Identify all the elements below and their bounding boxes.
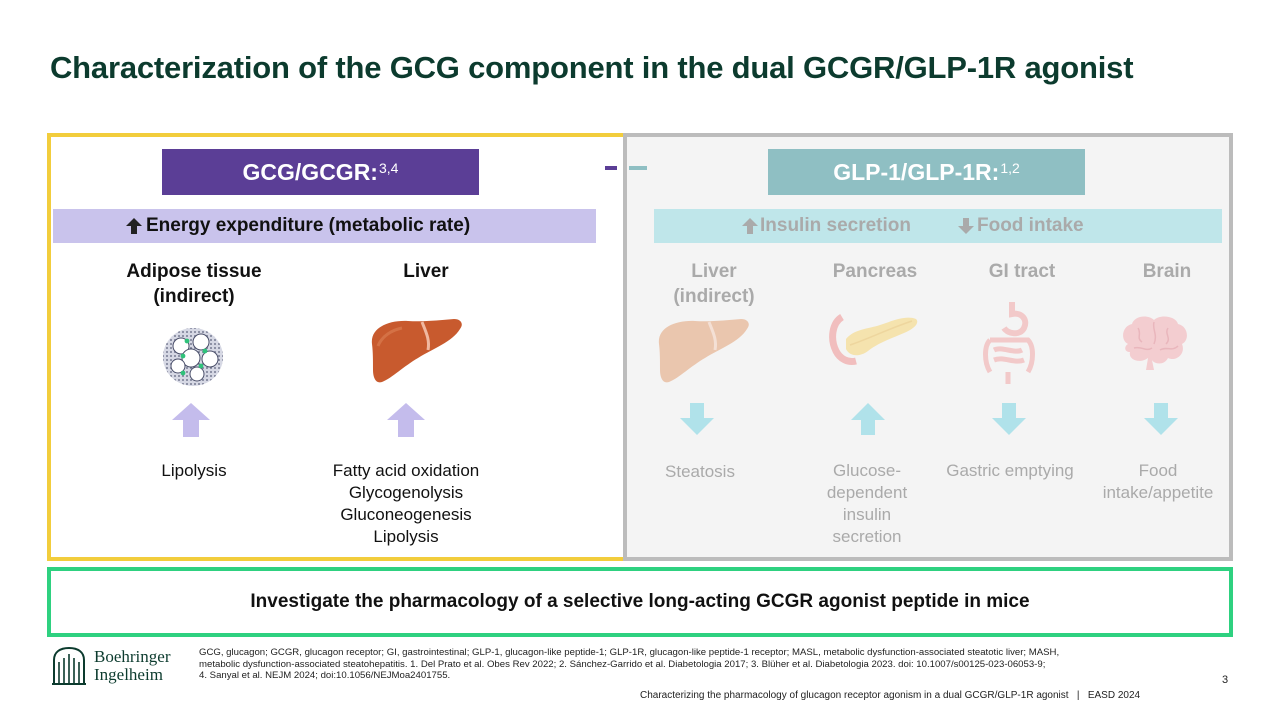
- page-title: Characterization of the GCG component in…: [50, 50, 1134, 85]
- organ-label-line: Pancreas: [832, 261, 918, 282]
- connector-dash-left: [605, 166, 617, 170]
- arrow-down-icon: [992, 403, 1026, 435]
- effect-item: Gastric emptying: [946, 461, 1074, 480]
- brain-icon: [1123, 316, 1187, 370]
- logo-line: Ingelheim: [94, 665, 163, 684]
- footnote-line: GCG, glucagon; GCGR, glucagon receptor; …: [199, 647, 1060, 658]
- pancreas-icon: [829, 314, 918, 365]
- organ-label-line: Brain: [1142, 261, 1192, 282]
- effect-list-liver: Fatty acid oxidation Glycogenolysis Gluc…: [306, 460, 506, 548]
- organ-label-line: (indirect): [673, 286, 755, 307]
- footnote-line: metabolic dysfunction-associated steatoh…: [199, 658, 1046, 670]
- effect-item: dependent: [826, 483, 908, 502]
- connector-dash-right: [629, 166, 647, 170]
- effect-list-gi-tract: Gastric emptying: [930, 460, 1090, 482]
- organ-label-line: GI tract: [988, 261, 1056, 282]
- organ-label-gi-tract: GI tract: [952, 259, 1092, 284]
- effect-item: Glucose-: [832, 461, 902, 480]
- arrow-up-icon: [387, 403, 425, 437]
- arrow-up-icon: [126, 218, 142, 234]
- effect-item: Food: [1138, 461, 1178, 480]
- organ-label-line: Liver: [403, 261, 449, 282]
- gcg-header-label: GCG/GCGR:: [242, 158, 378, 185]
- footnote: GCG, glucagon; GCGR, glucagon receptor; …: [199, 647, 1199, 682]
- arrow-up-icon: [851, 403, 885, 435]
- arrow-down-icon: [680, 403, 714, 435]
- glp1-header-label: GLP-1/GLP-1R:: [833, 158, 1000, 185]
- gi-tract-icon: [983, 302, 1035, 384]
- effect-item: Glycogenolysis: [348, 483, 464, 502]
- objective-box: Investigate the pharmacology of a select…: [47, 567, 1233, 637]
- footer-text: Characterizing the pharmacology of gluca…: [640, 690, 1141, 701]
- gcg-header-refs: 3,4: [378, 160, 399, 176]
- organ-label-adipose: Adipose tissue (indirect): [104, 259, 284, 309]
- footnote-line: 4. Sanyal et al. NEJM 2024; doi:10.1056/…: [199, 670, 451, 681]
- effect-list-adipose: Lipolysis: [114, 460, 274, 482]
- effect-list-pancreas: Glucose- dependent insulin secretion: [797, 460, 937, 548]
- gcg-panel: [47, 133, 627, 561]
- organ-label-line: (indirect): [153, 286, 235, 307]
- effect-item: Lipolysis: [373, 527, 439, 546]
- liver-icon: [658, 319, 749, 383]
- logo-line: Boehringer: [94, 647, 171, 666]
- glp1-effect-band: Insulin secretion Food intake: [654, 209, 1222, 243]
- effect-item: Gluconeogenesis: [340, 505, 472, 524]
- effect-item: insulin: [842, 505, 892, 524]
- effect-item: Fatty acid oxidation: [332, 461, 480, 480]
- organ-label-liver: Liver: [366, 259, 486, 284]
- effect-list-brain: Food intake/appetite: [1091, 460, 1225, 504]
- arrow-up-icon: [742, 218, 758, 234]
- effect-item: Steatosis: [665, 462, 735, 481]
- page-number: 3: [1222, 674, 1229, 686]
- insulin-secretion-label: Insulin secretion: [760, 215, 911, 236]
- effect-list-liver-indirect: Steatosis: [630, 461, 770, 483]
- glp1-header: GLP-1/GLP-1R:1,2: [768, 149, 1085, 195]
- organ-label-liver-indirect: Liver (indirect): [644, 259, 784, 309]
- liver-icon: [371, 319, 462, 383]
- objective-text: Investigate the pharmacology of a select…: [250, 591, 1030, 612]
- organ-label-line: Adipose tissue: [126, 261, 262, 282]
- food-intake-label: Food intake: [976, 215, 1084, 236]
- arrow-down-icon: [1144, 403, 1178, 435]
- organ-label-line: Liver: [691, 261, 737, 282]
- company-logo-text: Boehringer Ingelheim: [94, 648, 170, 684]
- arrow-up-icon: [172, 403, 210, 437]
- gcg-effect-text: Energy expenditure (metabolic rate): [146, 215, 471, 236]
- organ-label-brain: Brain: [1097, 259, 1237, 284]
- gcg-header: GCG/GCGR:3,4: [162, 149, 479, 195]
- organ-label-pancreas: Pancreas: [805, 259, 945, 284]
- adipose-tissue-icon: [163, 328, 223, 386]
- effect-item: Lipolysis: [161, 461, 227, 480]
- arrow-down-icon: [957, 218, 974, 234]
- gcg-effect-band: Energy expenditure (metabolic rate): [53, 209, 596, 243]
- boehringer-logo-icon: [52, 646, 86, 685]
- effect-item: intake/appetite: [1102, 483, 1214, 502]
- glp1-header-refs: 1,2: [1000, 160, 1020, 176]
- effect-item: secretion: [832, 527, 902, 546]
